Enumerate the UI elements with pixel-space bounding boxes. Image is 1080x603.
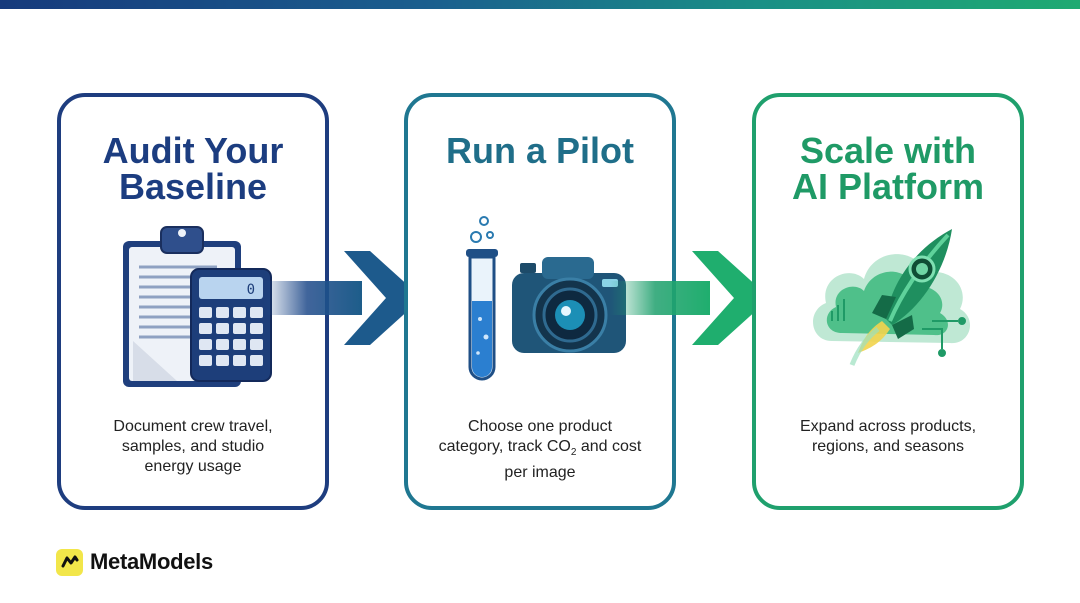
- step-description: Document crew travel, samples, and studi…: [113, 418, 273, 475]
- step-title: Scale with AI Platform: [791, 130, 985, 207]
- step-title: Run a Pilot: [446, 130, 634, 171]
- description-text-post: and cost per image: [504, 438, 642, 482]
- metamodels-logo-icon: [56, 548, 83, 576]
- brand-logo: MetaModels: [56, 547, 213, 577]
- step-card-scale: Scale with AI Platform Expand across pro…: [752, 93, 1024, 510]
- rocket-icon: [849, 229, 952, 366]
- step-title: Audit Your Baseline: [102, 130, 284, 207]
- step-description: Expand across products, regions, and sea…: [799, 418, 977, 455]
- test-tube-icon: [466, 216, 498, 381]
- description-text-pre: Choose one product category, track CO: [438, 418, 613, 455]
- step-description: Choose one product category, track CO2 a…: [422, 417, 658, 483]
- brand-name: MetaModels: [90, 549, 213, 574]
- camera-icon: [512, 257, 626, 353]
- co2-subscript: 2: [570, 447, 577, 459]
- calculator-icon: 0: [190, 268, 272, 382]
- calculator-display: 0: [247, 282, 255, 298]
- top-accent-bar: [0, 0, 1080, 9]
